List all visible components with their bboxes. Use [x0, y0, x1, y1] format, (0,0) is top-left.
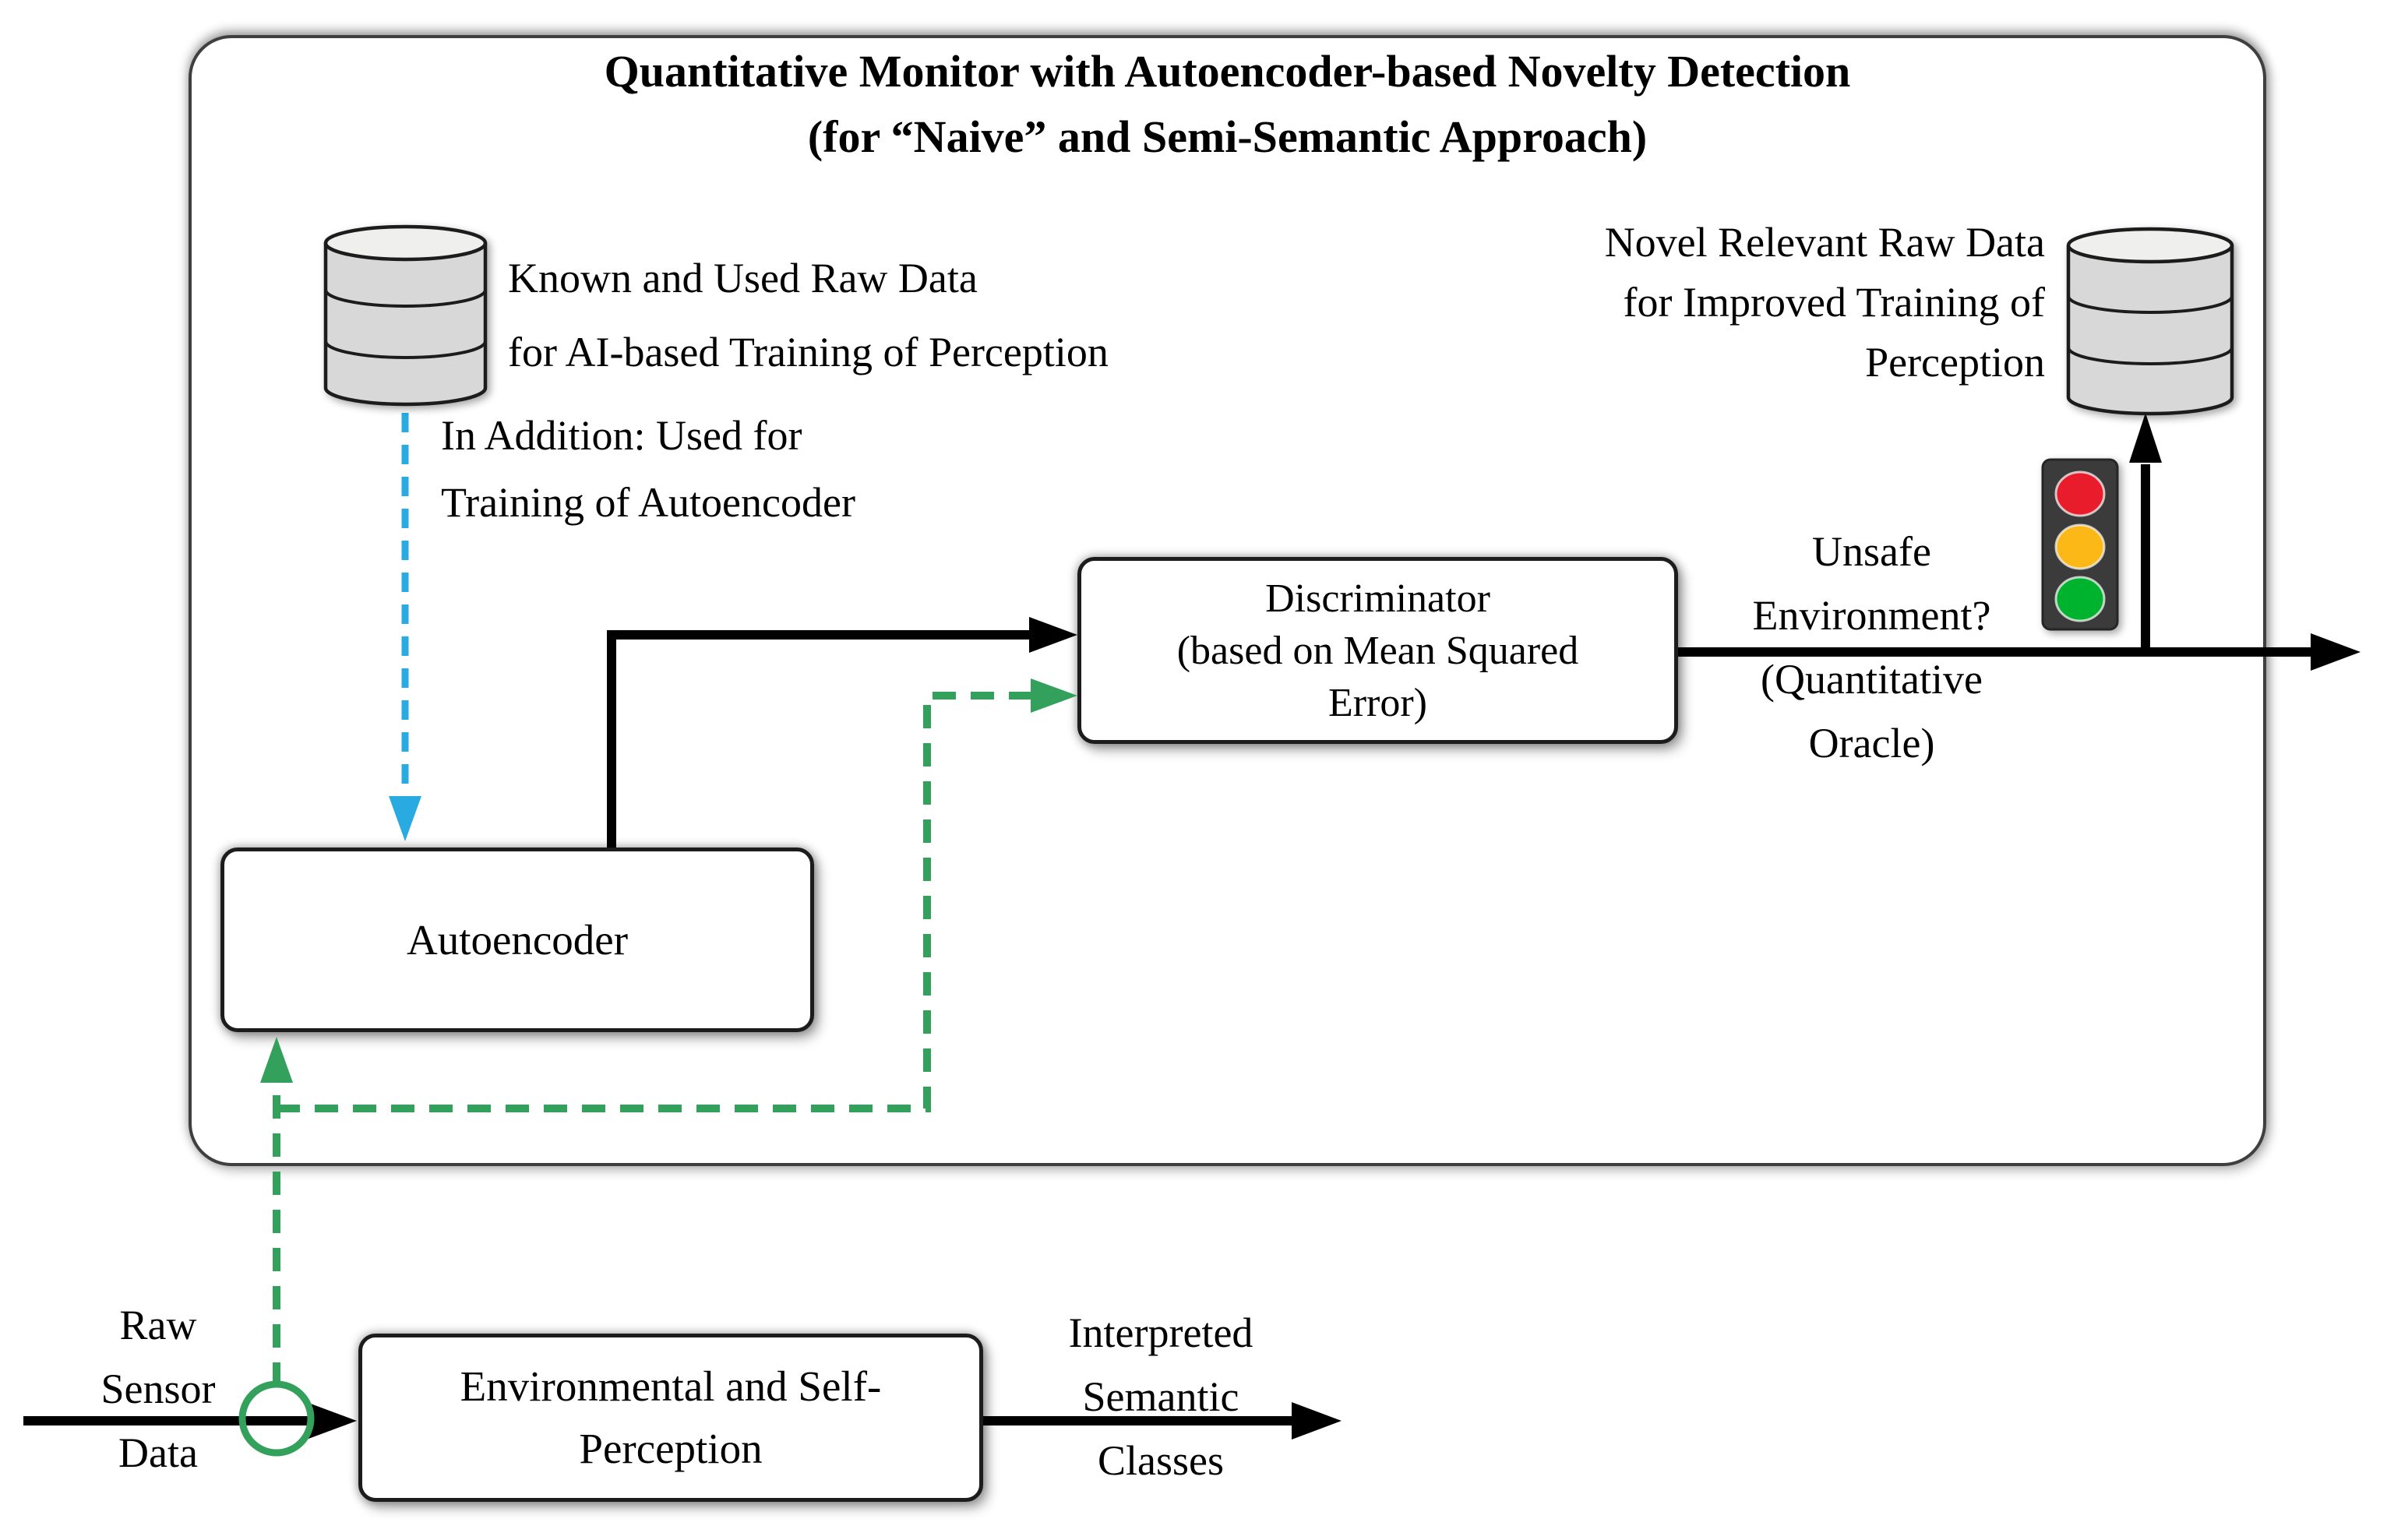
- output-label: Interpreted Semantic Classes: [1068, 1309, 1253, 1484]
- monitor-title: Quantitative Monitor with Autoencoder-ba…: [604, 46, 1851, 162]
- perception-label: Environmental and Self- Perception: [460, 1362, 882, 1472]
- discriminator-box: Discriminator (based on Mean Squared Err…: [1077, 557, 1678, 744]
- perception-box: Environmental and Self- Perception: [358, 1334, 983, 1502]
- autoencoder-box: Autoencoder: [220, 848, 814, 1032]
- training-note-label: In Addition: Used for Training of Autoen…: [441, 412, 855, 526]
- autoencoder-label: Autoencoder: [406, 916, 629, 964]
- novel-database-label: Novel Relevant Raw Data for Improved Tra…: [1604, 219, 2045, 386]
- discriminator-label: Discriminator (based on Mean Squared Err…: [1176, 576, 1579, 725]
- known-database-label: Known and Used Raw Data for AI-based Tra…: [508, 255, 1109, 375]
- raw-sensor-label: Raw Sensor Data: [100, 1302, 216, 1476]
- oracle-label: Unsafe Environment? (Quantitative Oracle…: [1752, 528, 1991, 766]
